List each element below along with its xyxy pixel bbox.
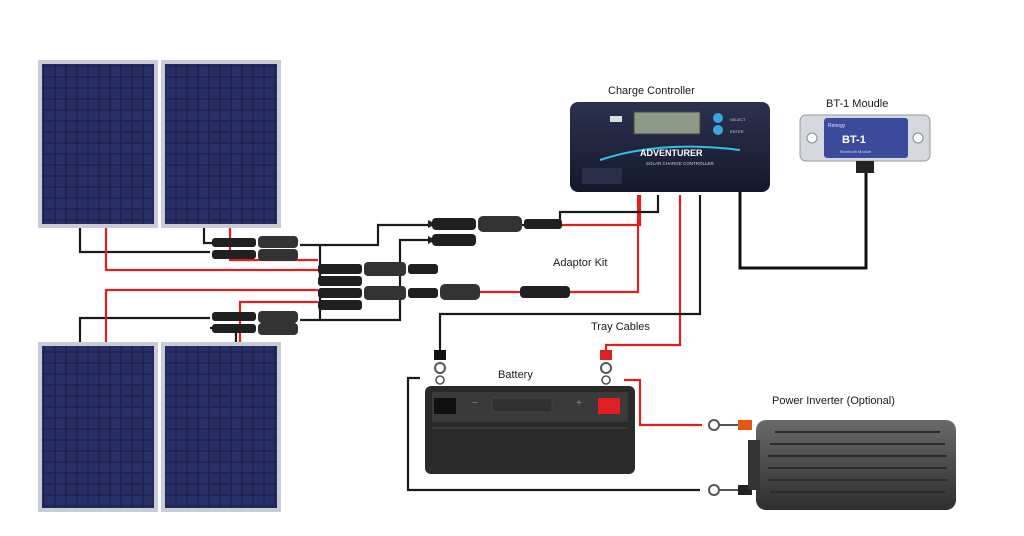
power-inverter bbox=[748, 420, 956, 510]
solar-panel-bottom-left bbox=[38, 342, 158, 512]
bt1-model: BT-1 bbox=[842, 134, 866, 146]
usb-port-icon bbox=[610, 116, 622, 122]
bt1-caption: Bluetooth Module bbox=[840, 149, 872, 154]
controller-brand: ADVENTURER bbox=[640, 148, 703, 158]
charge-controller: SELECT ENTER ADVENTURER SOLAR CHARGE CON… bbox=[570, 102, 770, 192]
enter-label: ENTER bbox=[730, 129, 744, 134]
solar-panel-bottom-right bbox=[161, 342, 281, 512]
inverter-cables bbox=[406, 376, 702, 492]
solar-panel-top-right bbox=[161, 60, 281, 228]
inverter-terminals bbox=[708, 419, 752, 496]
bt1-cable bbox=[738, 172, 868, 270]
bt1-module: Renogy BT-1 Bluetooth Module bbox=[799, 114, 931, 173]
bt1-brand: Renogy bbox=[828, 123, 846, 129]
select-label: SELECT bbox=[730, 117, 746, 122]
tray-cables-label: Tray Cables bbox=[591, 321, 650, 333]
battery-pos-symbol: + bbox=[576, 398, 582, 409]
power-inverter-label: Power Inverter (Optional) bbox=[772, 395, 895, 407]
battery-positive-terminal bbox=[598, 398, 620, 414]
battery-ring-terminals bbox=[434, 350, 612, 385]
charge-controller-label: Charge Controller bbox=[608, 85, 695, 97]
solar-panel-top-left bbox=[38, 60, 158, 228]
battery-label: Battery bbox=[498, 369, 533, 381]
mc4-connectors bbox=[212, 216, 570, 335]
battery: − + bbox=[425, 386, 635, 474]
battery-neg-symbol: − bbox=[472, 398, 478, 409]
bt1-module-label: BT-1 Moudle bbox=[826, 98, 888, 110]
controller-subtitle: SOLAR CHARGE CONTROLLER bbox=[646, 161, 715, 166]
adaptor-kit-label: Adaptor Kit bbox=[553, 257, 607, 269]
